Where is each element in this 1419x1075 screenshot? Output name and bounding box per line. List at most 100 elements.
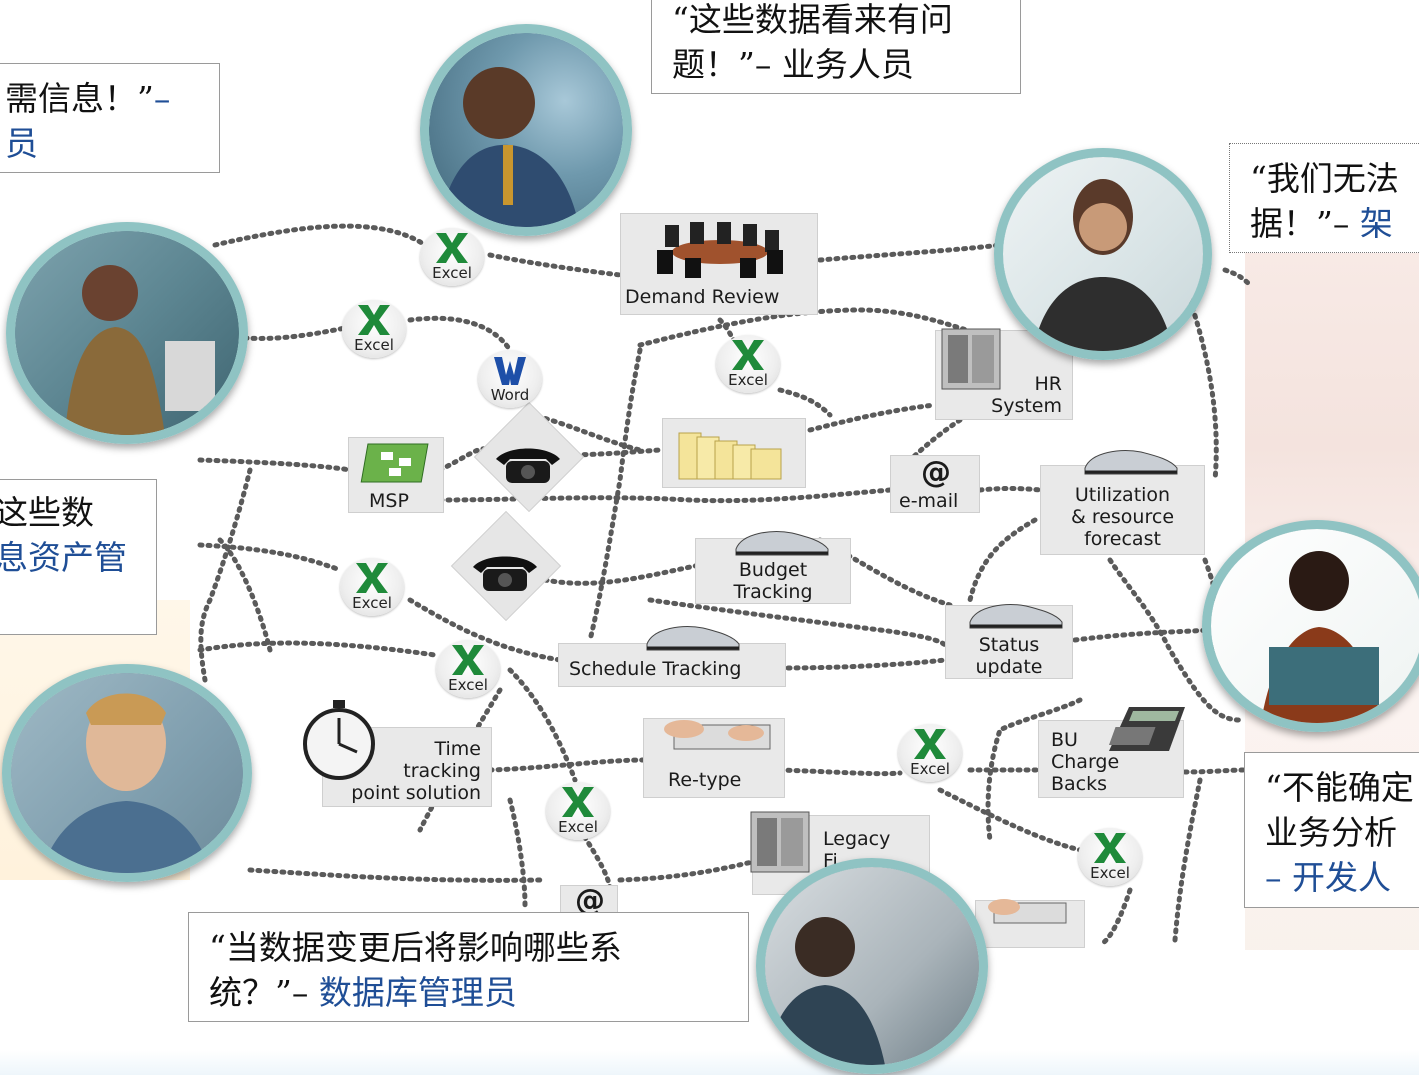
quote-right-top: “我们无法 据！”– 架 xyxy=(1229,143,1419,253)
schedule-tracking-label: Schedule Tracking xyxy=(569,658,742,680)
excel-icon xyxy=(358,305,390,335)
young-man-portrait xyxy=(2,664,252,882)
excel-icon xyxy=(356,563,388,593)
keyboard-hands-icon xyxy=(664,720,771,750)
person-silhouette-icon xyxy=(65,265,215,435)
excel-icon xyxy=(732,340,764,370)
utilization-label: Utilization & resource forecast xyxy=(1070,484,1175,550)
excel-badge-4: Excel xyxy=(340,558,404,616)
excel-icon xyxy=(914,729,946,759)
businesswoman-portrait xyxy=(994,148,1212,360)
quote-role: 员 xyxy=(5,124,38,163)
excel-icon xyxy=(436,233,468,263)
excel-label: Excel xyxy=(558,818,598,836)
quote-line: 题！”– 业务人员 xyxy=(672,45,914,84)
excel-badge-1: Excel xyxy=(420,228,484,286)
word-icon xyxy=(494,357,526,385)
excel-icon xyxy=(452,645,484,675)
excel-label: Excel xyxy=(448,676,488,694)
bu-charge-node: BU Charge Backs xyxy=(1038,707,1185,798)
server-rack-icon xyxy=(941,328,1001,390)
calculator-icon xyxy=(1108,707,1185,751)
budget-tracking-node: Budget Tracking xyxy=(695,531,851,604)
demand-review-label: Demand Review xyxy=(625,286,780,308)
hr-system-label: HR System xyxy=(991,373,1062,417)
excel-label: Excel xyxy=(432,264,472,282)
quote-line: “这些数据看来有问 xyxy=(672,0,953,39)
excel-badge-5: Excel xyxy=(436,640,500,698)
excel-badge-2: Excel xyxy=(342,300,406,358)
quote-left-mid: 这些数 息资产管 xyxy=(0,479,157,635)
status-update-label: Status update xyxy=(975,634,1043,678)
quote-role: 架 xyxy=(1359,204,1393,243)
msp-label: MSP xyxy=(369,490,409,512)
word-badge: Word xyxy=(478,350,542,408)
quote-top-center: “这些数据看来有问 题！”– 业务人员 xyxy=(651,0,1021,94)
keyboard-hands-icon xyxy=(988,899,1067,924)
sneaker-icon xyxy=(646,626,740,651)
schedule-tracking-node: Schedule Tracking xyxy=(558,626,786,687)
utilization-node: Utilization & resource forecast xyxy=(1040,450,1205,555)
quote-right-bottom: “不能确定 业务分析 – 开发人 xyxy=(1244,752,1419,908)
quote-role: 数据库管理员 xyxy=(318,973,517,1012)
email-label: e-mail xyxy=(899,490,959,512)
man-with-laptop-portrait xyxy=(1202,520,1419,732)
excel-label: Excel xyxy=(910,760,950,778)
telephone-icon xyxy=(496,448,560,483)
quote-line: 这些数 xyxy=(0,493,94,532)
sneaker-icon xyxy=(735,531,829,556)
thinking-man-portrait xyxy=(756,858,988,1074)
keyboard-node xyxy=(975,899,1085,948)
hr-system-node: HR System xyxy=(935,328,1073,420)
msp-node: MSP xyxy=(348,437,444,513)
person-silhouette-icon xyxy=(439,67,579,227)
quote-line: 据！”– 架 xyxy=(1250,204,1393,243)
retype-node: Re-type xyxy=(643,718,785,798)
man-with-glasses-portrait xyxy=(420,24,632,236)
quote-role: – 开发人 xyxy=(1265,858,1391,897)
quote-role: 息资产管 xyxy=(0,538,127,577)
at-icon: @ xyxy=(921,455,951,490)
quote-line: “当数据变更后将影响哪些系 xyxy=(209,928,622,967)
msp-map-icon xyxy=(360,443,429,483)
quote-top-left: 需信息！”– 员 xyxy=(0,63,220,173)
email-node: @ e-mail xyxy=(890,455,980,513)
word-label: Word xyxy=(490,386,530,404)
sneaker-icon xyxy=(969,604,1063,629)
excel-badge-8: Excel xyxy=(1078,828,1142,886)
bu-charge-label: BU Charge Backs xyxy=(1051,729,1120,795)
quote-line: “不能确定 xyxy=(1265,768,1414,807)
woman-at-computer-portrait xyxy=(6,222,248,444)
quote-role: 业务人员 xyxy=(781,45,914,84)
budget-tracking-label: Budget Tracking xyxy=(733,559,813,603)
time-tracking-node: Time tracking point solution xyxy=(303,700,492,807)
excel-label: Excel xyxy=(728,371,768,389)
quote-bottom: “当数据变更后将影响哪些系 统？”– 数据库管理员 xyxy=(188,912,749,1022)
person-silhouette-icon xyxy=(1033,179,1173,351)
sneaker-icon xyxy=(1084,450,1178,475)
person-silhouette-icon xyxy=(765,917,885,1065)
retype-label: Re-type xyxy=(668,769,742,791)
excel-badge-7: Excel xyxy=(546,782,610,840)
excel-badge-6: Excel xyxy=(898,724,962,782)
status-update-node: Status update xyxy=(945,604,1073,679)
excel-badge-3: Excel xyxy=(716,335,780,393)
telephone-icon xyxy=(473,556,537,591)
excel-icon xyxy=(1094,833,1126,863)
quote-line: 业务分析 xyxy=(1265,813,1397,852)
excel-label: Excel xyxy=(354,336,394,354)
excel-label: Excel xyxy=(1090,864,1130,882)
folders-icon xyxy=(678,432,782,480)
quote-line: “我们无法 xyxy=(1250,159,1399,198)
person-silhouette-icon xyxy=(41,693,211,873)
demand-review-node: Demand Review xyxy=(620,213,818,315)
quote-line: 统？”– 数据库管理员 xyxy=(209,973,517,1012)
time-tracking-label: Time tracking point solution xyxy=(351,738,481,804)
meeting-table-icon xyxy=(657,222,783,278)
background-shade-bottom xyxy=(0,1050,1419,1075)
stopwatch-icon xyxy=(303,700,375,780)
excel-icon xyxy=(562,787,594,817)
server-rack-icon xyxy=(750,811,810,873)
excel-label: Excel xyxy=(352,594,392,612)
